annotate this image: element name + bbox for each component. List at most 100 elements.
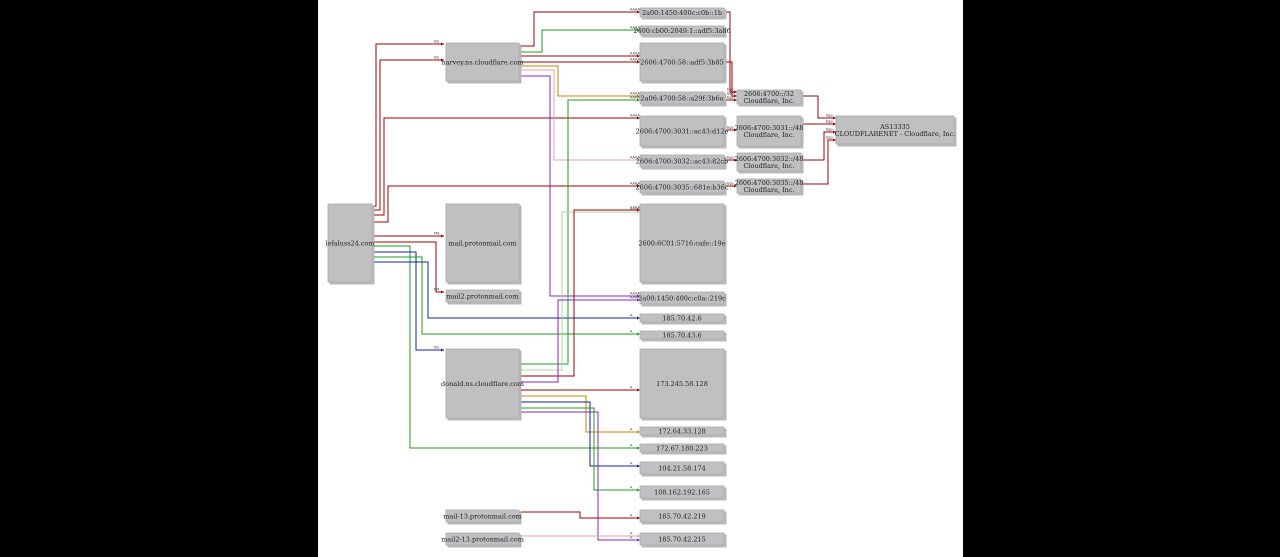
node-ip6-h[interactable]: 2600:6C01:5716:cafe::19e <box>638 203 727 285</box>
node-ip4-6[interactable]: 104.21.58.174 <box>639 461 727 477</box>
node-box <box>639 330 725 340</box>
edge-arrowhead <box>637 446 640 450</box>
node-box <box>327 203 373 283</box>
node-label: 172.64.33.128 <box>658 427 706 435</box>
node-box <box>639 461 725 475</box>
node-box <box>639 154 725 168</box>
node-label: 2606:4700::/32 <box>744 90 794 98</box>
node-box <box>736 178 802 194</box>
node-dkim2[interactable]: mail2-13.protonmail.com <box>441 532 524 548</box>
edge-aaaa-15 <box>519 69 640 161</box>
edge-mx-5 <box>374 241 444 293</box>
edge-bgp-34 <box>801 95 836 119</box>
node-box <box>445 42 520 82</box>
edge-arrowhead <box>637 208 640 212</box>
edge-label: A <box>630 386 633 390</box>
node-ip6-f[interactable]: 2606:4700:3032::ac43:82cb <box>636 154 728 170</box>
node-ip6-d[interactable]: 2a06:4700:58::a29f:3b6a <box>639 91 727 107</box>
node-ip4-4[interactable]: 172.64.33.128 <box>639 426 727 438</box>
edge-arrowhead <box>833 116 836 120</box>
edge-label: NS <box>434 346 440 350</box>
node-mail2[interactable]: mail2.protonmail.com <box>445 289 522 305</box>
node-label: 2606:4700:3035::/48 <box>735 179 804 187</box>
node-ip4-3[interactable]: 173.245.58.128 <box>639 348 727 421</box>
node-box <box>639 291 725 305</box>
edge-label: bgp <box>727 156 734 160</box>
node-box <box>445 289 520 303</box>
node-ip4-8[interactable]: 185.70.42.219 <box>639 509 727 525</box>
node-ip6-g[interactable]: 2606:4700:3035::681e:b36c <box>636 180 729 196</box>
node-label: 2a00:1450:400c:c0a::219c <box>638 294 726 302</box>
node-dkim1[interactable]: mail-13.protonmail.com <box>443 509 522 525</box>
node-box <box>445 348 520 419</box>
node-ip4-9[interactable]: 185.70.42.215 <box>639 532 727 548</box>
edge-arrowhead <box>637 158 640 162</box>
node-label: 185.70.42.215 <box>658 535 706 543</box>
node-ip6-e[interactable]: 2606:4700:3031::ac43:d12e <box>636 115 729 149</box>
edge-a-9 <box>374 261 640 319</box>
edge-bgp-36 <box>801 131 836 161</box>
edge-a-22 <box>519 395 640 433</box>
node-label: 2606:4700:58::adf5:3b85 <box>640 58 723 66</box>
edge-bgp-28 <box>724 11 737 93</box>
node-label: mail2.protonmail.com <box>446 292 518 300</box>
node-ip6-c[interactable]: 2606:4700:58::adf5:3b85 <box>639 42 727 84</box>
node-ip4-2[interactable]: 185.70.43.6 <box>639 330 727 342</box>
edge-aaaa-18 <box>519 211 640 371</box>
node-label: 2600:6C01:5716:cafe::19e <box>638 239 725 247</box>
edge-aaaa-11 <box>519 29 640 53</box>
node-ns-cloudflare[interactable]: harvey.ns.cloudflare.com <box>441 42 524 84</box>
edge-label: AAAA <box>630 156 640 160</box>
edge-label: NS <box>434 40 440 44</box>
node-label: Cloudflare, Inc. <box>743 97 794 105</box>
edge-label: bgp <box>826 120 833 124</box>
edge-aaaa-16 <box>519 75 640 297</box>
node-label: 185.70.42.6 <box>662 314 701 322</box>
node-ip4-5[interactable]: 172.67.180.223 <box>639 443 727 455</box>
edge-a-24 <box>519 407 640 491</box>
edge-arrowhead <box>734 94 737 98</box>
edge-bgp-37 <box>801 139 836 185</box>
node-ip4-7[interactable]: 108.162.192.165 <box>639 485 727 501</box>
node-box <box>639 7 725 18</box>
edge-label: A <box>630 330 633 334</box>
edge-a-25 <box>519 411 640 541</box>
edge-arrowhead <box>637 298 640 302</box>
edge-label: bgp <box>727 88 734 92</box>
node-ip6-i[interactable]: 2a00:1450:400c:c0a::219c <box>638 291 727 307</box>
node-ip6-b[interactable]: 2400:cb00:2049:1::adf5:3a86 <box>633 25 731 38</box>
node-label: CLOUDFLARENET - Cloudflare, Inc. <box>835 130 956 138</box>
node-box <box>445 509 520 523</box>
node-box <box>736 152 802 172</box>
node-box <box>639 426 725 436</box>
edge-arrowhead <box>734 98 737 102</box>
edge-arrowhead <box>637 488 640 492</box>
node-label: mail2-13.protonmail.com <box>441 535 524 543</box>
node-box <box>639 42 725 82</box>
edge-arrowhead <box>637 430 640 434</box>
node-donald[interactable]: donald.ns.cloudflare.com <box>441 348 524 421</box>
edge-label: A <box>630 536 633 540</box>
node-box <box>736 115 802 147</box>
node-box <box>639 443 725 453</box>
node-ip6-a[interactable]: 2a00:1450:400c:c0b::1b <box>639 7 727 20</box>
edge-ns-7 <box>374 251 444 351</box>
node-box <box>639 532 725 546</box>
node-ip4-1[interactable]: 185.70.42.6 <box>639 313 727 325</box>
edge-arrowhead <box>637 516 640 520</box>
node-root[interactable]: lefaluss24.com <box>325 203 375 285</box>
node-mail1[interactable]: mail.protonmail.com <box>445 203 522 285</box>
edge-arrowhead <box>637 210 640 214</box>
edge-arrowhead <box>637 10 640 14</box>
edge-arrowhead <box>734 128 737 132</box>
node-box <box>639 509 725 523</box>
edge-arrowhead <box>441 234 444 238</box>
node-box <box>639 180 725 194</box>
edge-label: A <box>630 532 633 536</box>
edge-label: bgp <box>826 128 833 132</box>
